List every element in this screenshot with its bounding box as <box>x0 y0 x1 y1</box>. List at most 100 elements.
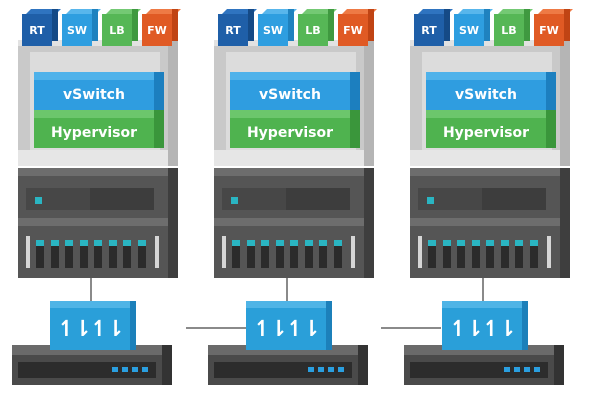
vswitch-label: vSwitch <box>63 87 125 103</box>
switch-box-top <box>442 301 528 308</box>
drive-led <box>333 240 342 246</box>
vnf-tile-rt: RT <box>218 9 254 46</box>
vswitch-layer: vSwitch <box>34 72 164 110</box>
vswitch-label: vSwitch <box>259 87 321 103</box>
drive-led <box>65 240 73 246</box>
vnf-tile-sw: SW <box>258 9 294 46</box>
switch-chassis-side <box>554 345 564 385</box>
vnf-tile-sw: SW <box>62 9 98 46</box>
drive-bay <box>123 240 131 268</box>
storage-rail-left <box>26 236 30 268</box>
drive-led <box>304 240 313 246</box>
rack-floor <box>410 150 560 166</box>
switch-chassis-top <box>12 345 172 355</box>
drive-led <box>290 240 298 246</box>
drive-led <box>79 240 88 246</box>
drive-led <box>500 240 509 246</box>
drive-led <box>50 240 59 246</box>
hypervisor-label: Hypervisor <box>50 125 138 141</box>
drive-bay <box>79 240 88 268</box>
switch-chassis-top <box>404 345 564 355</box>
drive-led <box>486 240 494 246</box>
drive-led <box>529 240 538 246</box>
drive-led <box>275 240 284 246</box>
drive-bay <box>36 240 44 268</box>
rack-side <box>560 40 570 166</box>
switch-box: ↿⇂↿⇂ <box>442 308 522 350</box>
vnf-tile-sw: SW <box>454 9 490 46</box>
drive-bay <box>304 240 313 268</box>
switch-port-led <box>132 367 138 372</box>
vswitch-label: vSwitch <box>455 87 517 103</box>
drive-led <box>515 240 523 246</box>
switch-chassis-top <box>208 345 368 355</box>
drive-bay <box>471 240 480 268</box>
switch-port-led <box>514 367 520 372</box>
hypervisor-layer: Hypervisor <box>426 110 556 148</box>
vnf-label: FW <box>539 23 559 37</box>
drive-bay <box>529 240 538 268</box>
drive-bay <box>333 240 342 268</box>
server-side <box>560 168 570 218</box>
drive-bay <box>50 240 59 268</box>
switch-box-side <box>130 301 136 350</box>
storage-rail-right <box>155 236 159 268</box>
vnf-label: LB <box>305 23 321 37</box>
storage-rail-left <box>418 236 422 268</box>
switch-port-led <box>338 367 344 372</box>
uplink-cable <box>90 278 92 302</box>
drive-bay <box>261 240 269 268</box>
storage-side <box>168 218 178 278</box>
vnf-label: SW <box>458 23 480 37</box>
bidirectional-arrows-icon: ↿⇂↿⇂ <box>449 316 517 342</box>
drive-bay <box>246 240 255 268</box>
switch-box-top <box>50 301 136 308</box>
vnf-tile-fw: FW <box>534 9 570 46</box>
drive-led <box>471 240 480 246</box>
vnf-label: LB <box>501 23 517 37</box>
vnf-label: FW <box>343 23 363 37</box>
switch-front-panel <box>18 362 156 378</box>
vnf-label: FW <box>147 23 167 37</box>
hypervisor-label: Hypervisor <box>246 125 334 141</box>
switch-box-top <box>246 301 332 308</box>
drive-bay <box>137 240 146 268</box>
switch-front-panel <box>410 362 548 378</box>
vnf-tile-lb: LB <box>494 9 530 46</box>
server-top <box>410 168 570 176</box>
vnf-tile-fw: FW <box>338 9 374 46</box>
switch-chassis-side <box>162 345 172 385</box>
server-status-led <box>35 197 42 204</box>
rack-top <box>410 40 570 46</box>
drive-bay <box>442 240 451 268</box>
vnf-label: LB <box>109 23 125 37</box>
vnf-tile-fw: FW <box>142 9 178 46</box>
drive-bay <box>108 240 117 268</box>
rack-top <box>18 40 178 46</box>
vnf-label: RT <box>421 23 437 37</box>
server-front-panel-dark <box>482 188 546 210</box>
server-side <box>364 168 374 218</box>
drive-bay <box>486 240 494 268</box>
drive-bay <box>457 240 465 268</box>
drive-bay <box>232 240 240 268</box>
rack-side <box>168 40 178 166</box>
server-front-panel-dark <box>286 188 350 210</box>
vnf-label: SW <box>66 23 88 37</box>
drive-led <box>457 240 465 246</box>
hypervisor-layer: Hypervisor <box>230 110 360 148</box>
drive-led <box>94 240 102 246</box>
storage-side <box>560 218 570 278</box>
bidirectional-arrows-icon: ↿⇂↿⇂ <box>253 316 321 342</box>
vnf-label: SW <box>262 23 284 37</box>
hypervisor-label: Hypervisor <box>442 125 530 141</box>
drive-bay <box>65 240 73 268</box>
switch-box-side <box>522 301 528 350</box>
switch-port-led <box>534 367 540 372</box>
drive-led <box>137 240 146 246</box>
server-top <box>214 168 374 176</box>
vswitch-layer: vSwitch <box>426 72 556 110</box>
